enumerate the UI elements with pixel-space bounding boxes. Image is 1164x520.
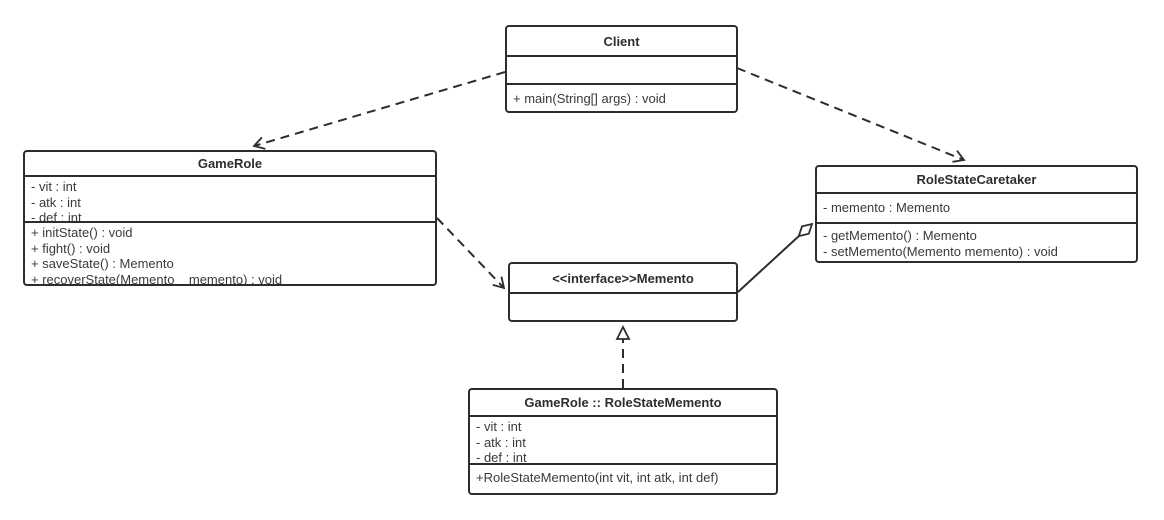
class-gamerole-attributes: - vit : int - atk : int - def : int <box>25 177 435 223</box>
attribute: - def : int <box>476 450 527 465</box>
attribute: - atk : int <box>31 194 81 210</box>
class-memento-interface-body <box>510 294 736 320</box>
attribute: - atk : int <box>476 434 526 450</box>
attribute: - memento : Memento <box>823 200 951 215</box>
method: + main(String[] args) : void <box>513 91 666 106</box>
method: +RoleStateMemento(int vit, int atk, int … <box>476 470 719 485</box>
attribute: - def : int <box>31 210 82 223</box>
method: + initState() : void <box>31 225 133 240</box>
class-gamerole: GameRole - vit : int - atk : int - def :… <box>23 150 437 286</box>
class-rolestatecaretaker-methods: - getMemento() : Memento - setMemento(Me… <box>817 224 1136 261</box>
dependency-client-to-gamerole <box>252 71 506 150</box>
dependency-client-to-rolestatecaretaker <box>736 67 966 163</box>
class-client: Client + main(String[] args) : void <box>505 25 738 113</box>
class-memento-interface: <<interface>>Memento <box>508 262 738 322</box>
class-rolestatememento-title: GameRole :: RoleStateMemento <box>470 390 776 417</box>
class-gamerole-methods: + initState() : void + fight() : void + … <box>25 223 435 284</box>
class-client-methods: + main(String[] args) : void <box>507 85 736 111</box>
method: - setMemento(Memento memento) : void <box>823 243 1058 259</box>
method: + saveState() : Memento <box>31 256 174 271</box>
method: + recoverState(Memento memento) : void <box>31 271 283 285</box>
dependency-gamerole-to-memento <box>436 217 506 290</box>
class-rolestatememento-attributes: - vit : int - atk : int - def : int <box>470 417 776 465</box>
class-memento-interface-title: <<interface>>Memento <box>510 264 736 294</box>
class-client-title: Client <box>507 27 736 57</box>
attribute: - vit : int <box>31 179 77 194</box>
class-client-attributes <box>507 57 736 85</box>
class-rolestatecaretaker-attributes: - memento : Memento <box>817 194 1136 224</box>
class-rolestatecaretaker: RoleStateCaretaker - memento : Memento -… <box>815 165 1138 263</box>
class-rolestatecaretaker-title: RoleStateCaretaker <box>817 167 1136 194</box>
aggregation-rolestatecaretaker-memento <box>737 222 814 293</box>
method: - getMemento() : Memento <box>823 228 977 243</box>
attribute: - vit : int <box>476 419 522 434</box>
class-rolestatememento-methods: +RoleStateMemento(int vit, int atk, int … <box>470 465 776 493</box>
method: + fight() : void <box>31 240 111 256</box>
class-gamerole-title: GameRole <box>25 152 435 177</box>
class-rolestatememento: GameRole :: RoleStateMemento - vit : int… <box>468 388 778 495</box>
